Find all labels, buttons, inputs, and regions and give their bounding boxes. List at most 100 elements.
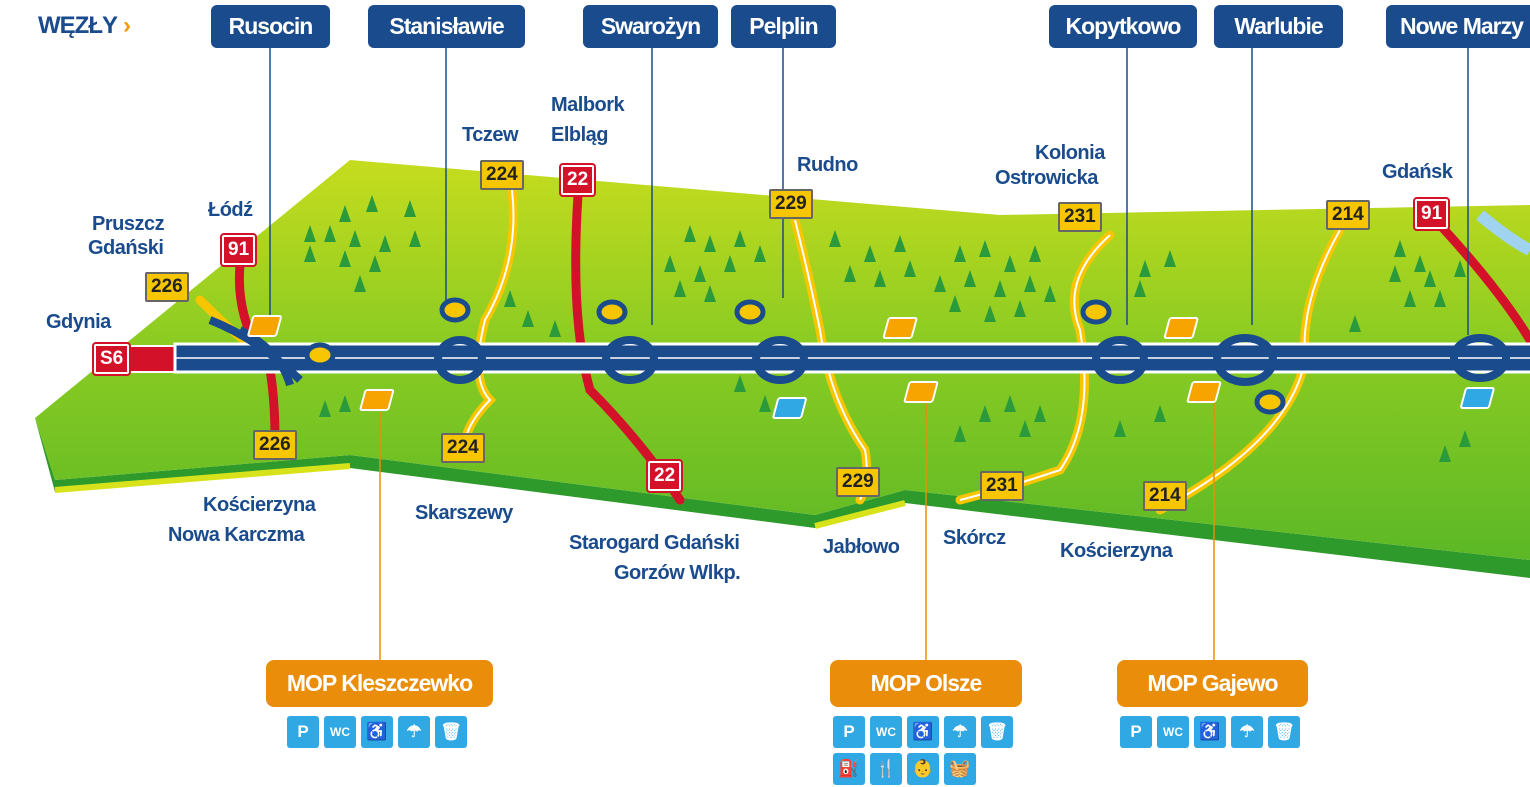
junction-leader-lines xyxy=(269,48,1469,335)
place-lodz: Łódź xyxy=(208,199,253,221)
junction-swarozyn[interactable]: Swarożyn xyxy=(583,5,718,48)
tree-icon xyxy=(1394,240,1406,257)
tree-icon xyxy=(1459,430,1471,447)
parking-icon: P xyxy=(287,716,319,748)
tree-icon xyxy=(504,290,516,307)
tree-icon xyxy=(1164,250,1176,267)
sign-229-north: 229 xyxy=(769,189,813,219)
shelter-icon: ☂ xyxy=(398,716,430,748)
tree-icon xyxy=(694,265,706,282)
tree-icon xyxy=(1044,285,1056,302)
sign-226-south: 226 xyxy=(253,430,297,460)
tree-icon xyxy=(829,230,841,247)
tree-icon xyxy=(964,270,976,287)
mop-kleszczewko[interactable]: MOP Kleszczewko xyxy=(266,660,493,707)
tree-icon xyxy=(864,245,876,262)
junction-rusocin[interactable]: Rusocin xyxy=(211,5,330,48)
tree-icon xyxy=(844,265,856,282)
place-pruszcz-1: Pruszcz xyxy=(92,213,165,235)
tree-icon xyxy=(1034,405,1046,422)
junction-stanislawie[interactable]: Stanisławie xyxy=(368,5,525,48)
tree-icon xyxy=(979,405,991,422)
sign-91: 91 xyxy=(219,233,258,267)
tree-icon xyxy=(1454,260,1466,277)
place-gdansk: Gdańsk xyxy=(1382,161,1453,183)
sign-231-south: 231 xyxy=(980,471,1024,501)
sign-229-south: 229 xyxy=(836,467,880,497)
trash-icon: 🗑 xyxy=(1268,716,1300,748)
tree-icon xyxy=(369,255,381,272)
junction-kopytkowo[interactable]: Kopytkowo xyxy=(1049,5,1197,48)
sign-91-east: 91 xyxy=(1412,197,1451,231)
wc-icon: WC xyxy=(1157,716,1189,748)
parking-icon: P xyxy=(1120,716,1152,748)
tree-icon xyxy=(734,375,746,392)
tree-icon xyxy=(549,320,561,337)
trash-icon: 🗑 xyxy=(981,716,1013,748)
road-22 xyxy=(571,190,685,505)
tree-icon xyxy=(1439,445,1451,462)
tree-icon xyxy=(1029,245,1041,262)
mop-olsze[interactable]: MOP Olsze xyxy=(830,660,1022,707)
place-kolonia-1: Kolonia xyxy=(1035,142,1105,164)
road-91-east xyxy=(1435,220,1530,345)
tree-icon xyxy=(684,225,696,242)
tree-icon xyxy=(1014,300,1026,317)
tree-icon xyxy=(954,425,966,442)
tree-icon xyxy=(704,285,716,302)
tree-icon xyxy=(1404,290,1416,307)
place-rudno: Rudno xyxy=(797,154,858,176)
wc-icon: WC xyxy=(324,716,356,748)
mop-leader-lines xyxy=(379,402,1215,660)
tree-icon xyxy=(954,245,966,262)
tree-icon xyxy=(339,205,351,222)
service-area-icons xyxy=(772,387,1495,419)
tree-icon xyxy=(759,395,771,412)
rest-area-icons xyxy=(247,315,1222,411)
tree-icon xyxy=(894,235,906,252)
place-kolonia-2: Ostrowicka xyxy=(995,167,1098,189)
place-elblag: Elbląg xyxy=(551,124,609,146)
wc-icon: WC xyxy=(870,716,902,748)
wheelchair-icon: ♿ xyxy=(1194,716,1226,748)
sign-226-north: 226 xyxy=(145,272,189,302)
tree-icon xyxy=(304,225,316,242)
tree-icon xyxy=(904,260,916,277)
baby-icon: 👶 xyxy=(907,753,939,785)
tree-icon xyxy=(664,255,676,272)
tree-icon xyxy=(994,280,1006,297)
sign-s6: S6 xyxy=(91,342,132,376)
restaurant-icon: 🍴 xyxy=(870,753,902,785)
junction-pelplin[interactable]: Pelplin xyxy=(731,5,836,48)
place-gorzow: Gorzów Wlkp. xyxy=(614,562,741,584)
place-skarszewy: Skarszewy xyxy=(415,502,513,524)
tree-icon xyxy=(1349,315,1361,332)
junction-nowe-marzy[interactable]: Nowe Marzy xyxy=(1386,5,1530,48)
tree-icon xyxy=(1414,255,1426,272)
tree-icon xyxy=(366,195,378,212)
place-koscierzyna-1: Kościerzyna xyxy=(203,494,316,516)
tree-icon xyxy=(704,235,716,252)
junction-warlubie[interactable]: Warlubie xyxy=(1214,5,1343,48)
tree-icon xyxy=(1134,280,1146,297)
tree-icon xyxy=(674,280,686,297)
tree-icon xyxy=(1019,420,1031,437)
tree-icon xyxy=(724,255,736,272)
tree-icon xyxy=(1139,260,1151,277)
tree-icon xyxy=(1389,265,1401,282)
tree-icon xyxy=(874,270,886,287)
tree-icon xyxy=(409,230,421,247)
chevron-right-icon: › xyxy=(123,12,131,39)
mop-gajewo[interactable]: MOP Gajewo xyxy=(1117,660,1308,707)
tree-icon xyxy=(349,230,361,247)
tree-icon xyxy=(1004,255,1016,272)
tree-icon xyxy=(1424,270,1436,287)
sign-214-south: 214 xyxy=(1143,481,1187,511)
roundabouts xyxy=(304,297,1286,415)
tree-icon xyxy=(339,250,351,267)
place-tczew: Tczew xyxy=(462,124,519,146)
place-malbork: Malbork xyxy=(551,94,625,116)
